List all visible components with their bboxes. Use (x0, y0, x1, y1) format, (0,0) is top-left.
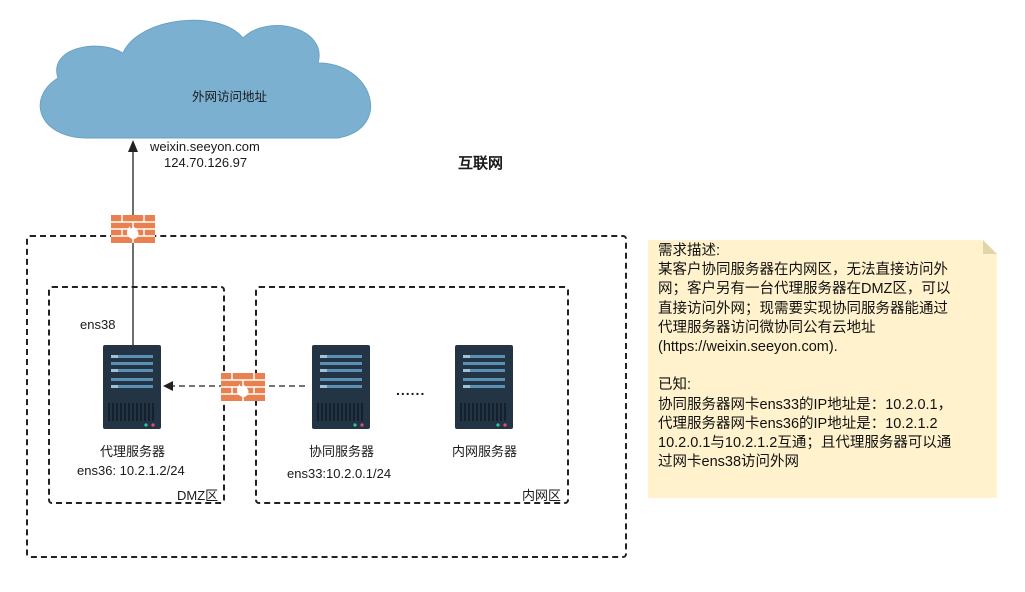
collab-iface: ens33:10.2.0.1/24 (287, 466, 392, 481)
note-title: 需求描述: (658, 243, 721, 259)
more-servers-ellipsis: ...... (396, 382, 426, 398)
proxy-server-label: 代理服务器 (100, 444, 166, 459)
firewall-icon (221, 373, 265, 401)
known-line: 代理服务器网卡ens36的IP地址是：10.2.1.2 (658, 415, 938, 432)
collab-server-icon (312, 345, 370, 429)
inner-server-icon (455, 345, 513, 429)
uplink-arrowhead (128, 140, 138, 152)
proxy-iface-in: ens36: 10.2.1.2/24 (77, 463, 185, 478)
requirements-note: 需求描述: 某客户协同服务器在内网区，无法直接访问外 网；客户另有一台代理服务器… (648, 240, 997, 498)
proxy-iface-out: ens38 (80, 317, 116, 332)
cloud-label: 外网访问地址 (192, 90, 268, 104)
known-line: 过网卡ens38访问外网 (658, 454, 800, 471)
known-line: 协同服务器网卡ens33的IP地址是：10.2.0.1， (658, 396, 953, 413)
inner-server-label: 内网服务器 (452, 444, 518, 459)
note-line: 代理服务器访问微协同公有云地址 (658, 319, 876, 336)
note-line: 直接访问外网；现需要实现协同服务器能通过 (658, 300, 948, 317)
known-line: 10.2.0.1与10.2.1.2互通；且代理服务器可以通 (658, 435, 952, 452)
dmz-zone-label: DMZ区 (177, 488, 219, 503)
endpoint-ip: 124.70.126.97 (164, 155, 248, 170)
internet-label: 互联网 (458, 155, 504, 172)
note-spacer (658, 357, 987, 376)
proxy-server-icon (103, 345, 161, 429)
intranet-zone-label: 内网区 (522, 488, 562, 503)
note-line: 某客户协同服务器在内网区，无法直接访问外 (658, 262, 948, 279)
firewall-icon (111, 215, 155, 243)
note-line: (https://weixin.seeyon.com). (658, 339, 838, 356)
note-line: 网；客户另有一台代理服务器在DMZ区，可以 (658, 281, 951, 298)
enterprise-zone (26, 235, 627, 558)
proxy-link-arrowhead (163, 381, 173, 391)
collab-server-label: 协同服务器 (309, 444, 375, 459)
internet-cloud (39, 19, 372, 139)
endpoint-domain: weixin.seeyon.com (150, 139, 260, 154)
known-title: 已知: (658, 377, 692, 394)
